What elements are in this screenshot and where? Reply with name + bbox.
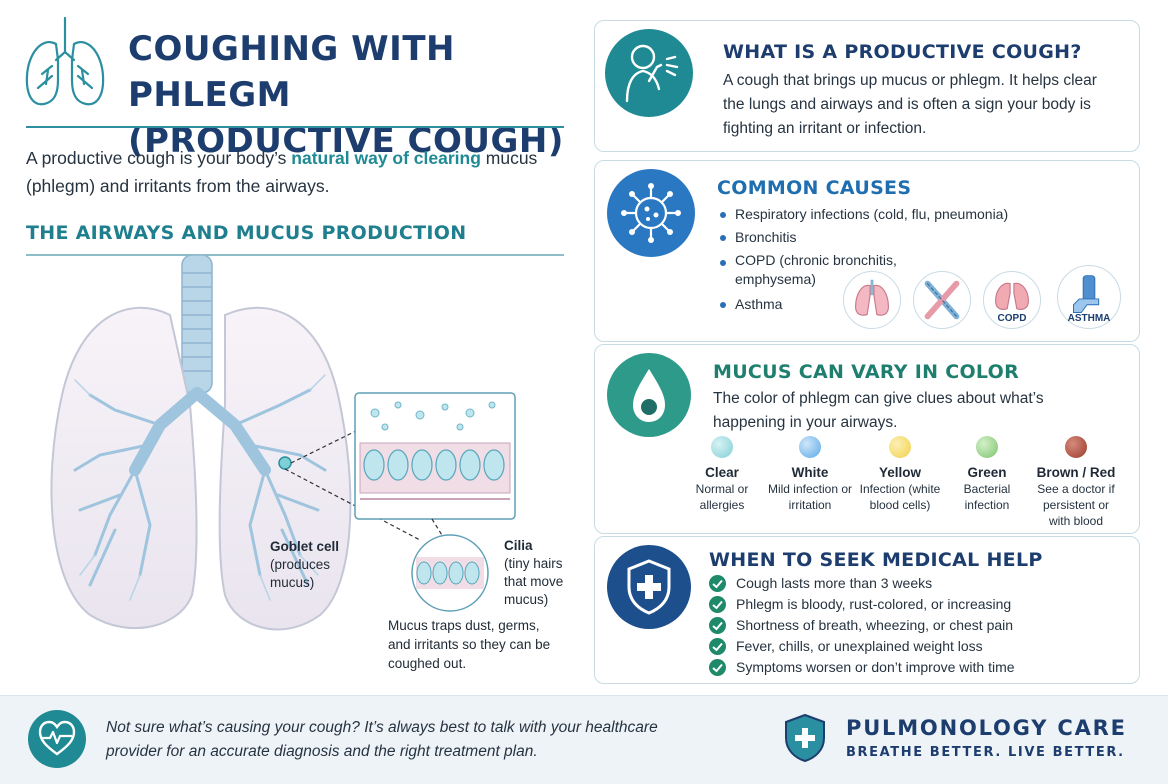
left-column: COUGHING WITH PHLEGM (PRODUCTIVE COUGH) … <box>0 0 580 695</box>
check-circle-icon <box>709 617 726 634</box>
lungs-illustration <box>50 255 516 631</box>
color-swatch <box>889 436 911 458</box>
color-desc: Infection (white blood cells) <box>859 482 941 512</box>
color-desc: Normal or allergies <box>695 482 749 512</box>
help-item: Phlegm is bloody, rust-colored, or incre… <box>709 594 1129 615</box>
airways-heading: THE AIRWAYS AND MUCUS PRODUCTION <box>26 222 467 244</box>
causes-list: Respiratory infections (cold, flu, pneum… <box>717 203 1022 316</box>
mucus-color-body: The color of phlegm can give clues about… <box>713 390 1044 431</box>
virus-icon <box>607 169 695 257</box>
help-item-text: Shortness of breath, wheezing, or chest … <box>736 617 1014 633</box>
cause-item: Asthma <box>717 293 1022 316</box>
cause-item: Bronchitis <box>717 226 1022 249</box>
heart-pulse-icon <box>28 710 86 768</box>
color-yellow: Yellow Infection (white blood cells) <box>856 436 944 513</box>
goblet-cell-desc: (produces mucus) <box>270 557 331 590</box>
brand-shield-logo <box>785 713 825 763</box>
cause-item: COPD (chronic bronchitis, emphysema) <box>717 251 917 289</box>
title-divider <box>26 126 564 128</box>
intro-text-1: A productive cough is your body’s <box>26 148 292 168</box>
color-desc: See a doctor if persistent or with blood <box>1037 482 1115 528</box>
check-circle-icon <box>709 596 726 613</box>
medical-help-list: Cough lasts more than 3 weeks Phlegm is … <box>709 573 1129 678</box>
mucus-color-heading: MUCUS CAN VARY IN COLOR <box>713 361 1020 383</box>
goblet-cell-zoom <box>354 392 516 520</box>
color-desc: Mild infection or irritation <box>767 482 853 512</box>
trachea <box>181 255 213 394</box>
mucus-color-list: Clear Normal or allergies White Mild inf… <box>682 436 1122 531</box>
intro-paragraph: A productive cough is your body’s natura… <box>26 144 546 200</box>
color-swatch <box>711 436 733 458</box>
color-swatch <box>799 436 821 458</box>
check-circle-icon <box>709 638 726 655</box>
cilia-desc: (tiny hairs that move mucus) <box>504 556 564 607</box>
help-item-text: Fever, chills, or unexplained weight los… <box>736 638 983 654</box>
medical-help-heading: WHEN TO SEEK MEDICAL HELP <box>709 549 1043 571</box>
medical-help-card: WHEN TO SEEK MEDICAL HELP Cough lasts mo… <box>594 536 1140 684</box>
help-item-text: Cough lasts more than 3 weeks <box>736 575 933 591</box>
mucus-drop-icon <box>607 353 691 437</box>
color-brown-red: Brown / Red See a doctor if persistent o… <box>1032 436 1120 529</box>
color-green: Green Bacterial infection <box>943 436 1031 513</box>
productive-cough-body: A cough that brings up mucus or phlegm. … <box>723 72 1097 137</box>
brand-tagline: BREATHE BETTER. LIVE BETTER. <box>846 745 1125 760</box>
productive-cough-card: WHAT IS A PRODUCTIVE COUGH? A cough that… <box>594 20 1140 152</box>
intro-highlight: natural way of clearing <box>291 148 481 168</box>
copd-icon-label: COPD <box>997 313 1027 324</box>
productive-cough-heading: WHAT IS A PRODUCTIVE COUGH? <box>723 41 1082 63</box>
common-causes-card: COMMON CAUSES Respiratory infections (co… <box>594 160 1140 342</box>
cause-item: Respiratory infections (cold, flu, pneum… <box>717 203 1022 226</box>
mucus-color-card: MUCUS CAN VARY IN COLOR The color of phl… <box>594 344 1140 534</box>
shield-cross-icon <box>607 545 691 629</box>
cilia-title: Cilia <box>504 538 533 553</box>
color-name: Yellow <box>878 465 922 480</box>
color-swatch <box>1065 436 1087 458</box>
check-circle-icon <box>709 659 726 676</box>
help-item: Symptoms worsen or don’t improve with ti… <box>709 657 1129 678</box>
left-lung <box>50 306 198 630</box>
footer: Not sure what’s causing your cough? It’s… <box>0 695 1168 784</box>
help-item: Fever, chills, or unexplained weight los… <box>709 636 1129 657</box>
color-swatch <box>976 436 998 458</box>
copd-icon: COPD <box>983 271 1041 329</box>
color-name: White <box>791 465 829 480</box>
color-name: Green <box>967 465 1007 480</box>
help-item-text: Symptoms worsen or don’t improve with ti… <box>736 659 1015 675</box>
color-desc: Bacterial infection <box>963 482 1011 512</box>
color-name: Clear <box>705 465 739 480</box>
cilia-zoom <box>411 534 489 612</box>
check-circle-icon <box>709 575 726 592</box>
help-item: Shortness of breath, wheezing, or chest … <box>709 615 1129 636</box>
color-white: White Mild infection or irritation <box>766 436 854 513</box>
goblet-cell-label: Goblet cell (produces mucus) <box>270 538 360 592</box>
title-line-1: COUGHING WITH PHLEGM <box>128 29 455 115</box>
alveoli-highlight <box>278 456 292 470</box>
goblet-cell-title: Goblet cell <box>270 539 340 554</box>
airways-divider <box>26 254 564 256</box>
common-causes-heading: COMMON CAUSES <box>717 177 912 199</box>
bronchitis-icon <box>913 271 971 329</box>
mucus-trap-note: Mucus traps dust, germs, and irritants s… <box>388 618 551 671</box>
color-name: Brown / Red <box>1036 465 1116 480</box>
footer-message: Not sure what’s causing your cough? It’s… <box>106 719 658 760</box>
help-item-text: Phlegm is bloody, rust-colored, or incre… <box>736 596 1012 612</box>
brand-name: PULMONOLOGY CARE <box>846 716 1127 740</box>
asthma-inhaler-icon: ASTHMA <box>1057 265 1121 329</box>
intro-text-2: mucus (phlegm) and irritants from the ai… <box>26 148 538 196</box>
infection-lungs-icon <box>843 271 901 329</box>
cilia-label: Cilia (tiny hairs that move mucus) <box>504 537 574 609</box>
help-item: Cough lasts more than 3 weeks <box>709 573 1129 594</box>
lungs-outline-icon <box>25 16 105 106</box>
color-clear: Clear Normal or allergies <box>678 436 766 513</box>
bronchial-tree <box>73 374 327 601</box>
coughing-person-icon <box>605 29 693 117</box>
asthma-icon-label: ASTHMA <box>1067 313 1111 324</box>
